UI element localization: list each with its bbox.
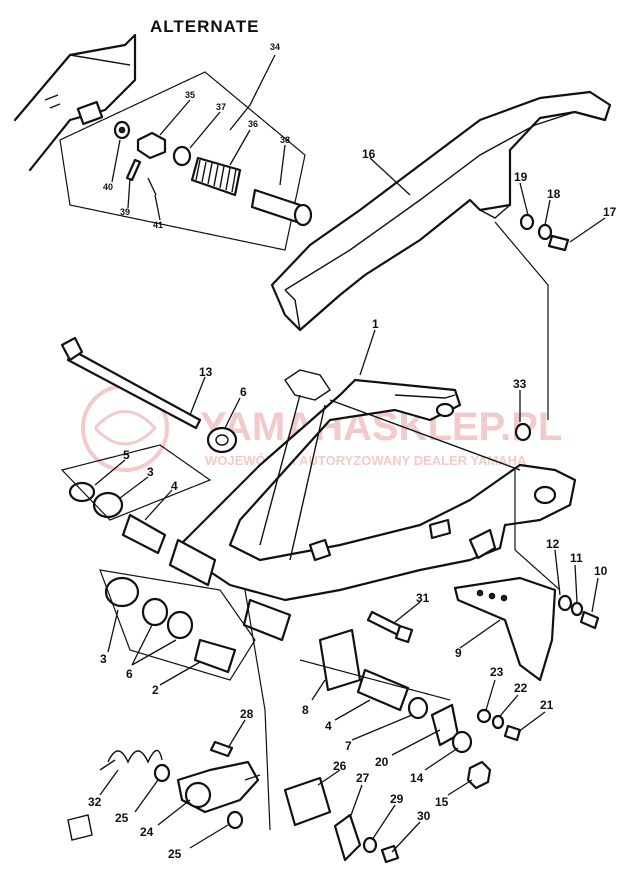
callout-13: 13: [199, 365, 213, 379]
part-12: [557, 594, 573, 612]
callout-29: 29: [390, 792, 404, 806]
callout-6b: 6: [126, 667, 133, 681]
callout-36: 36: [248, 119, 258, 129]
callout-5: 5: [123, 448, 130, 462]
part-19: [519, 213, 535, 231]
callout-19: 19: [514, 170, 528, 184]
callout-7: 7: [345, 739, 352, 753]
callout-3b: 3: [100, 652, 107, 666]
callout-24: 24: [140, 825, 154, 839]
part-3-lower: [104, 576, 140, 608]
part-6-lower-a: [141, 597, 169, 627]
alternate-frame-tube: [13, 33, 137, 172]
callout-37: 37: [216, 102, 226, 112]
part-10: [579, 610, 600, 630]
part-9: [453, 576, 557, 682]
part-39: [125, 158, 142, 182]
part-38-pin: [250, 188, 313, 227]
part-41: [147, 177, 157, 196]
alternate-parts: [113, 120, 313, 227]
part-29: [362, 836, 378, 854]
part-32-spring: [67, 749, 163, 841]
part-pivot-tube-right: [242, 598, 292, 642]
callout-38: 38: [280, 135, 290, 145]
part-25-lower: [226, 810, 244, 830]
callout-25a: 25: [115, 811, 129, 825]
callout-8: 8: [302, 703, 309, 717]
part-23: [476, 708, 492, 724]
callout-32: 32: [88, 795, 102, 809]
callout-14: 14: [410, 771, 424, 785]
leader-lines: [94, 54, 606, 853]
part-4-upper: [121, 513, 167, 555]
chain-case: [270, 90, 612, 332]
part-6-upper: [206, 426, 238, 454]
callout-30: 30: [417, 809, 431, 823]
part-25-upper: [153, 763, 171, 783]
part-22: [491, 714, 505, 730]
callout-18: 18: [547, 187, 561, 201]
callout-20: 20: [375, 755, 389, 769]
callout-10: 10: [594, 564, 608, 578]
callout-28: 28: [240, 707, 254, 721]
callout-6a: 6: [240, 385, 247, 399]
part-3-upper: [92, 491, 124, 519]
callout-4b: 4: [325, 719, 332, 733]
part-17: [547, 234, 570, 252]
callout-9: 9: [455, 646, 462, 660]
part-18: [537, 223, 553, 241]
part-2: [193, 638, 237, 674]
part-5: [68, 481, 96, 503]
part-14: [451, 730, 473, 754]
callout-21: 21: [540, 698, 554, 712]
part-pivot-tube: [168, 538, 217, 587]
callout-1: 1: [372, 317, 379, 331]
callout-3a: 3: [147, 465, 154, 479]
part-11: [570, 601, 584, 617]
callout-35: 35: [185, 90, 195, 100]
alternate-title: ALTERNATE: [150, 17, 259, 36]
part-4-lower: [356, 668, 410, 712]
callout-33: 33: [513, 377, 527, 391]
part-21: [503, 724, 522, 742]
part-33: [514, 422, 532, 442]
part-36-spring: [190, 156, 242, 197]
callout-31: 31: [416, 591, 430, 605]
callout-40: 40: [103, 182, 113, 192]
part-8: [318, 628, 362, 692]
callout-39: 39: [120, 207, 130, 217]
callout-41: 41: [153, 220, 163, 230]
callout-22: 22: [514, 681, 528, 695]
callout-26: 26: [333, 759, 347, 773]
part-6-lower-b: [166, 610, 194, 640]
pivot-shaft: [60, 336, 202, 430]
callout-15: 15: [435, 795, 449, 809]
assembly-guides: [60, 221, 561, 831]
callout-2: 2: [152, 683, 159, 697]
callout-numbers: 34 35 37 36 38 40 39 41 16 19 18 17 1 13…: [88, 42, 617, 861]
part-35: [136, 131, 167, 160]
part-28: [209, 740, 234, 758]
swing-arm: [178, 369, 577, 602]
callout-4a: 4: [171, 479, 178, 493]
callout-11: 11: [570, 551, 583, 565]
part-7: [407, 696, 429, 720]
callout-12: 12: [546, 537, 560, 551]
callout-25b: 25: [168, 847, 182, 861]
part-15: [466, 760, 492, 790]
callout-23: 23: [490, 665, 504, 679]
part-27: [333, 813, 362, 862]
part-37: [172, 145, 192, 167]
callout-27: 27: [356, 771, 370, 785]
callout-16: 16: [362, 147, 376, 161]
callout-34: 34: [270, 42, 280, 52]
part-26: [283, 776, 332, 827]
callout-17: 17: [603, 205, 617, 219]
